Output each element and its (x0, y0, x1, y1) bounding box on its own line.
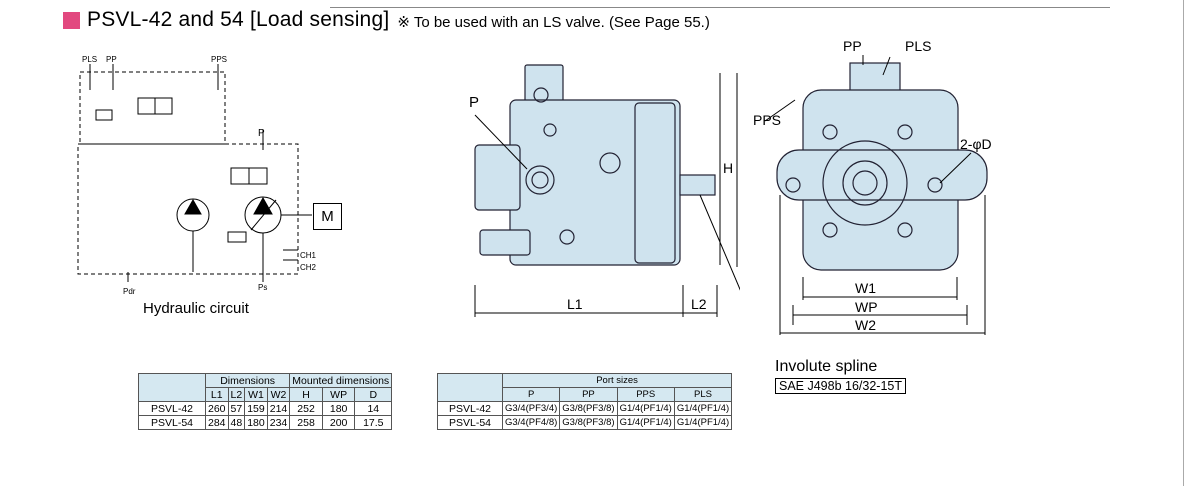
dimensions-table: Dimensions Mounted dimensions L1 L2 W1 W… (138, 373, 393, 430)
value-cell: 17.5 (354, 415, 393, 430)
dims-col-header: W2 (266, 387, 291, 402)
value-cell: G1/4(PF1/4) (673, 415, 733, 430)
section-header: PSVL-42 and 54 [Load sensing] ※ To be us… (63, 8, 710, 31)
ports-col-header: PLS (673, 387, 733, 402)
section-note: ※ To be used with an LS valve. (See Page… (397, 13, 710, 31)
spline-title: Involute spline (775, 358, 878, 375)
ports-corner-cell (437, 373, 503, 402)
model-cell: PSVL-42 (138, 401, 206, 416)
spline-callout: Involute spline SAE J498b 16/32-15T (775, 358, 906, 395)
value-cell: 57 (227, 401, 246, 416)
dims-col-header: WP (321, 387, 356, 402)
pump-front-view: PP PLS PPS 2-φD W1 WP W2 (736, 38, 992, 335)
section-title: PSVL-42 and 54 [Load sensing] (87, 8, 390, 31)
circuit-label-p: P (258, 128, 265, 139)
ports-group-header: Port sizes (501, 373, 733, 388)
hydraulic-circuit-diagram: PLS PP PPS P CH1 CH2 Pdr Ps (77, 55, 317, 296)
top-rule (330, 7, 1110, 8)
pump-side-view: P L1 L2 H (469, 64, 740, 317)
mounted-group-header: Mounted dimensions (289, 373, 393, 388)
circuit-label-ch2: CH2 (300, 263, 317, 272)
dims-col-header: W1 (244, 387, 268, 402)
value-cell: G3/8(PF3/8) (559, 401, 618, 416)
value-cell: G1/4(PF1/4) (616, 415, 675, 430)
dim-l1-label: L1 (567, 296, 583, 312)
dims-col-header: D (354, 387, 393, 402)
dim-l2-label: L2 (691, 296, 707, 312)
spline-spec: SAE J498b 16/32-15T (775, 378, 906, 394)
value-cell: G3/4(PF4/8) (501, 415, 561, 430)
motor-label: M (321, 208, 334, 225)
table-row: PSVL-42 G3/4(PF3/4) G3/8(PF3/8) G1/4(PF1… (437, 401, 733, 416)
table-row: PSVL-42 260 57 159 214 252 180 14 (138, 401, 393, 416)
model-cell: PSVL-42 (437, 401, 503, 416)
value-cell: 252 (289, 401, 323, 416)
side-port-label: P (469, 94, 479, 111)
table-row: PSVL-54 G3/4(PF4/8) G3/8(PF3/8) G1/4(PF1… (437, 415, 733, 430)
front-pps-label: PPS (753, 112, 781, 128)
motor-box: M (313, 203, 342, 230)
circuit-label-pls: PLS (82, 55, 97, 64)
model-cell: PSVL-54 (138, 415, 206, 430)
value-cell: 200 (321, 415, 356, 430)
dims-col-header: L1 (205, 387, 229, 402)
table-row: PSVL-54 284 48 180 234 258 200 17.5 (138, 415, 393, 430)
section-marker (63, 11, 80, 29)
front-holes-label: 2-φD (960, 136, 992, 152)
dims-corner-cell (138, 373, 206, 402)
circuit-label-pps: PPS (211, 55, 227, 64)
value-cell: 260 (205, 401, 229, 416)
right-rule (1183, 0, 1184, 486)
value-cell: 180 (321, 401, 356, 416)
value-cell: 214 (266, 401, 291, 416)
front-w1-label: W1 (855, 280, 876, 296)
value-cell: 284 (205, 415, 229, 430)
front-pls-label: PLS (905, 38, 931, 54)
circuit-label-pp: PP (106, 55, 117, 64)
value-cell: 14 (354, 401, 393, 416)
dims-col-header: H (289, 387, 323, 402)
value-cell: 258 (289, 415, 323, 430)
ports-col-header: P (501, 387, 561, 402)
dims-group-header: Dimensions (204, 373, 291, 388)
dim-h-label: H (723, 160, 733, 176)
value-cell: 180 (244, 415, 268, 430)
front-w2-label: W2 (855, 317, 876, 333)
value-cell: G3/4(PF3/4) (501, 401, 561, 416)
value-cell: 234 (266, 415, 291, 430)
circuit-label-ch1: CH1 (300, 251, 317, 260)
value-cell: G3/8(PF3/8) (559, 415, 618, 430)
value-cell: 159 (244, 401, 268, 416)
dims-col-header: L2 (227, 387, 246, 402)
port-sizes-table: Port sizes P PP PPS PLS PSVL-42 G3/4(PF3… (437, 373, 733, 430)
value-cell: 48 (227, 415, 246, 430)
model-cell: PSVL-54 (437, 415, 503, 430)
circuit-label-ps: Ps (258, 283, 267, 292)
circuit-label-pdr: Pdr (123, 287, 136, 296)
ports-col-header: PP (559, 387, 618, 402)
front-wp-label: WP (855, 299, 878, 315)
circuit-caption: Hydraulic circuit (143, 300, 249, 317)
value-cell: G1/4(PF1/4) (673, 401, 733, 416)
front-pp-label: PP (843, 38, 862, 54)
value-cell: G1/4(PF1/4) (616, 401, 675, 416)
ports-col-header: PPS (616, 387, 675, 402)
